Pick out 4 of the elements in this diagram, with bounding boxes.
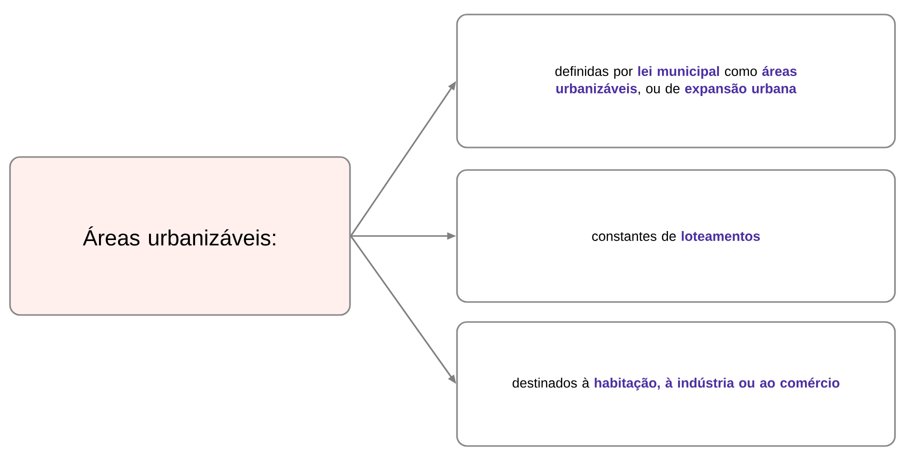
main-concept-box: Áreas urbanizáveis: (9, 156, 351, 316)
definition-box: definidas por lei municipal como áreas urbanizáveis, ou de expansão urbana (456, 14, 896, 148)
definition-box: destinados à habitação, à indústria ou ao comércio (456, 321, 896, 447)
definition-box: constantes de loteamentos (456, 169, 896, 303)
